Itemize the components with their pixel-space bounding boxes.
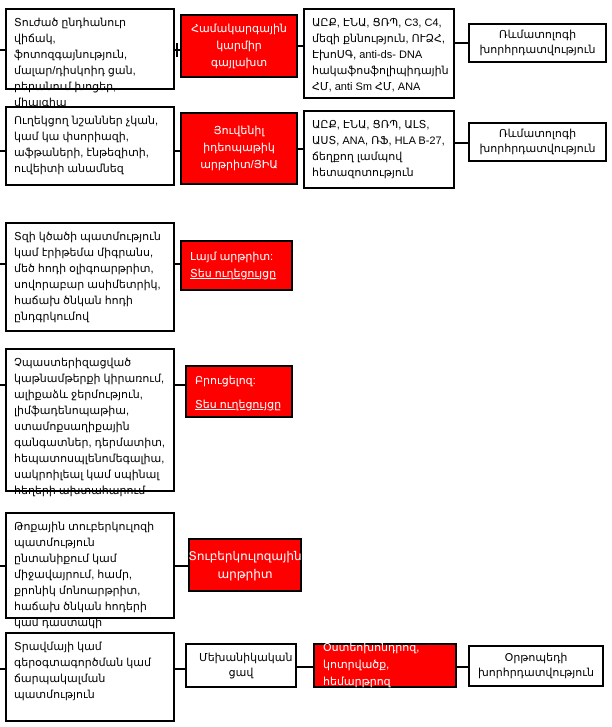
symptoms-tb: Թոքային տուբերկուլոզի պատմություն ընտանի…: [5, 512, 175, 629]
diagnosis-brucellosis-title: Բրուցելոզ:: [195, 375, 256, 387]
connector-line: [0, 150, 5, 152]
connector-line: [298, 148, 303, 150]
referral-orthopedist: Օրթոպեդի խորհրդատվություն: [468, 645, 604, 687]
tests-sle: ԱԸՔ, ԷՆԱ, ՑՌՊ, C3, C4, մեզի քննություն, …: [303, 8, 455, 99]
symptoms-sle: Տուժած ընդհանուր վիճակ, ֆոտոզգայնություն…: [5, 8, 175, 109]
connector-line: [298, 45, 303, 47]
connector-line: [175, 384, 185, 386]
diagnosis-brucellosis: Բրուցելոզ: Տես ուղեցույցը: [185, 365, 293, 418]
connector-line: [175, 565, 188, 567]
connector-line: [0, 565, 5, 567]
guideline-link-brucellosis[interactable]: Տես ուղեցույցը: [195, 399, 282, 411]
diagnosis-jia: Յուվենիլ իդեոպաթիկ արթրիտ/ՅԻԱ: [180, 112, 298, 185]
connector-tick: [176, 43, 178, 57]
symptoms-jia: Ուղեկցող նշաններ չկան, կամ կա փսորիազի, …: [5, 106, 175, 186]
diagnosis-osteochondrosis: Օստեոխոնդրոզ, կոտրվածք, հեմարթրոզ: [313, 642, 457, 688]
symptoms-mechanical: Տրավմայի կամ գերօգտագործման կամ ճարպակալ…: [5, 632, 175, 722]
category-mechanical-pain: Մեխանիկական ցավ: [185, 643, 297, 688]
diagnosis-tb-arthritis: Տուբերկուլոզային արթրիտ: [188, 538, 302, 592]
connector-line: [457, 666, 468, 668]
referral-rheumatologist-1: Ռևմատոլոգի խորհրդատվություն: [468, 23, 607, 63]
connector-line: [297, 666, 313, 668]
tests-jia: ԱԸՔ, ԷՆԱ, ՑՌՊ, ԱԼՏ, ԱՍՏ, ANA, ՌՖ, HLA B-…: [303, 110, 455, 189]
connector-line: [455, 42, 468, 44]
connector-line: [0, 49, 5, 51]
symptoms-brucellosis: Չպաստերիզացված կաթնամթերքի կիրառում, ալի…: [5, 348, 175, 497]
connector-line: [175, 150, 180, 152]
diagnosis-lyme-title: Լայմ արթրիտ:: [190, 250, 274, 263]
connector-line: [0, 668, 5, 670]
connector-line: [455, 142, 468, 144]
guideline-link-lyme[interactable]: Տես ուղեցույցը: [190, 267, 277, 280]
connector-line: [0, 263, 5, 265]
referral-rheumatologist-2: Ռևմատոլոգի խորհրդատվություն: [468, 122, 607, 162]
diagnosis-lyme: Լայմ արթրիտ: Տես ուղեցույցը: [180, 240, 293, 291]
connector-line: [0, 384, 5, 386]
category-mechanical-pain-label: Մեխանիկական ցավ: [199, 651, 293, 679]
connector-line: [175, 668, 185, 670]
diagnosis-sle: Համակարգային կարմիր գայլախտ: [180, 14, 298, 78]
symptoms-lyme: Տզի կծածի պատմություն կամ էրիթեմա միգրան…: [5, 222, 175, 332]
connector-line: [175, 263, 180, 265]
